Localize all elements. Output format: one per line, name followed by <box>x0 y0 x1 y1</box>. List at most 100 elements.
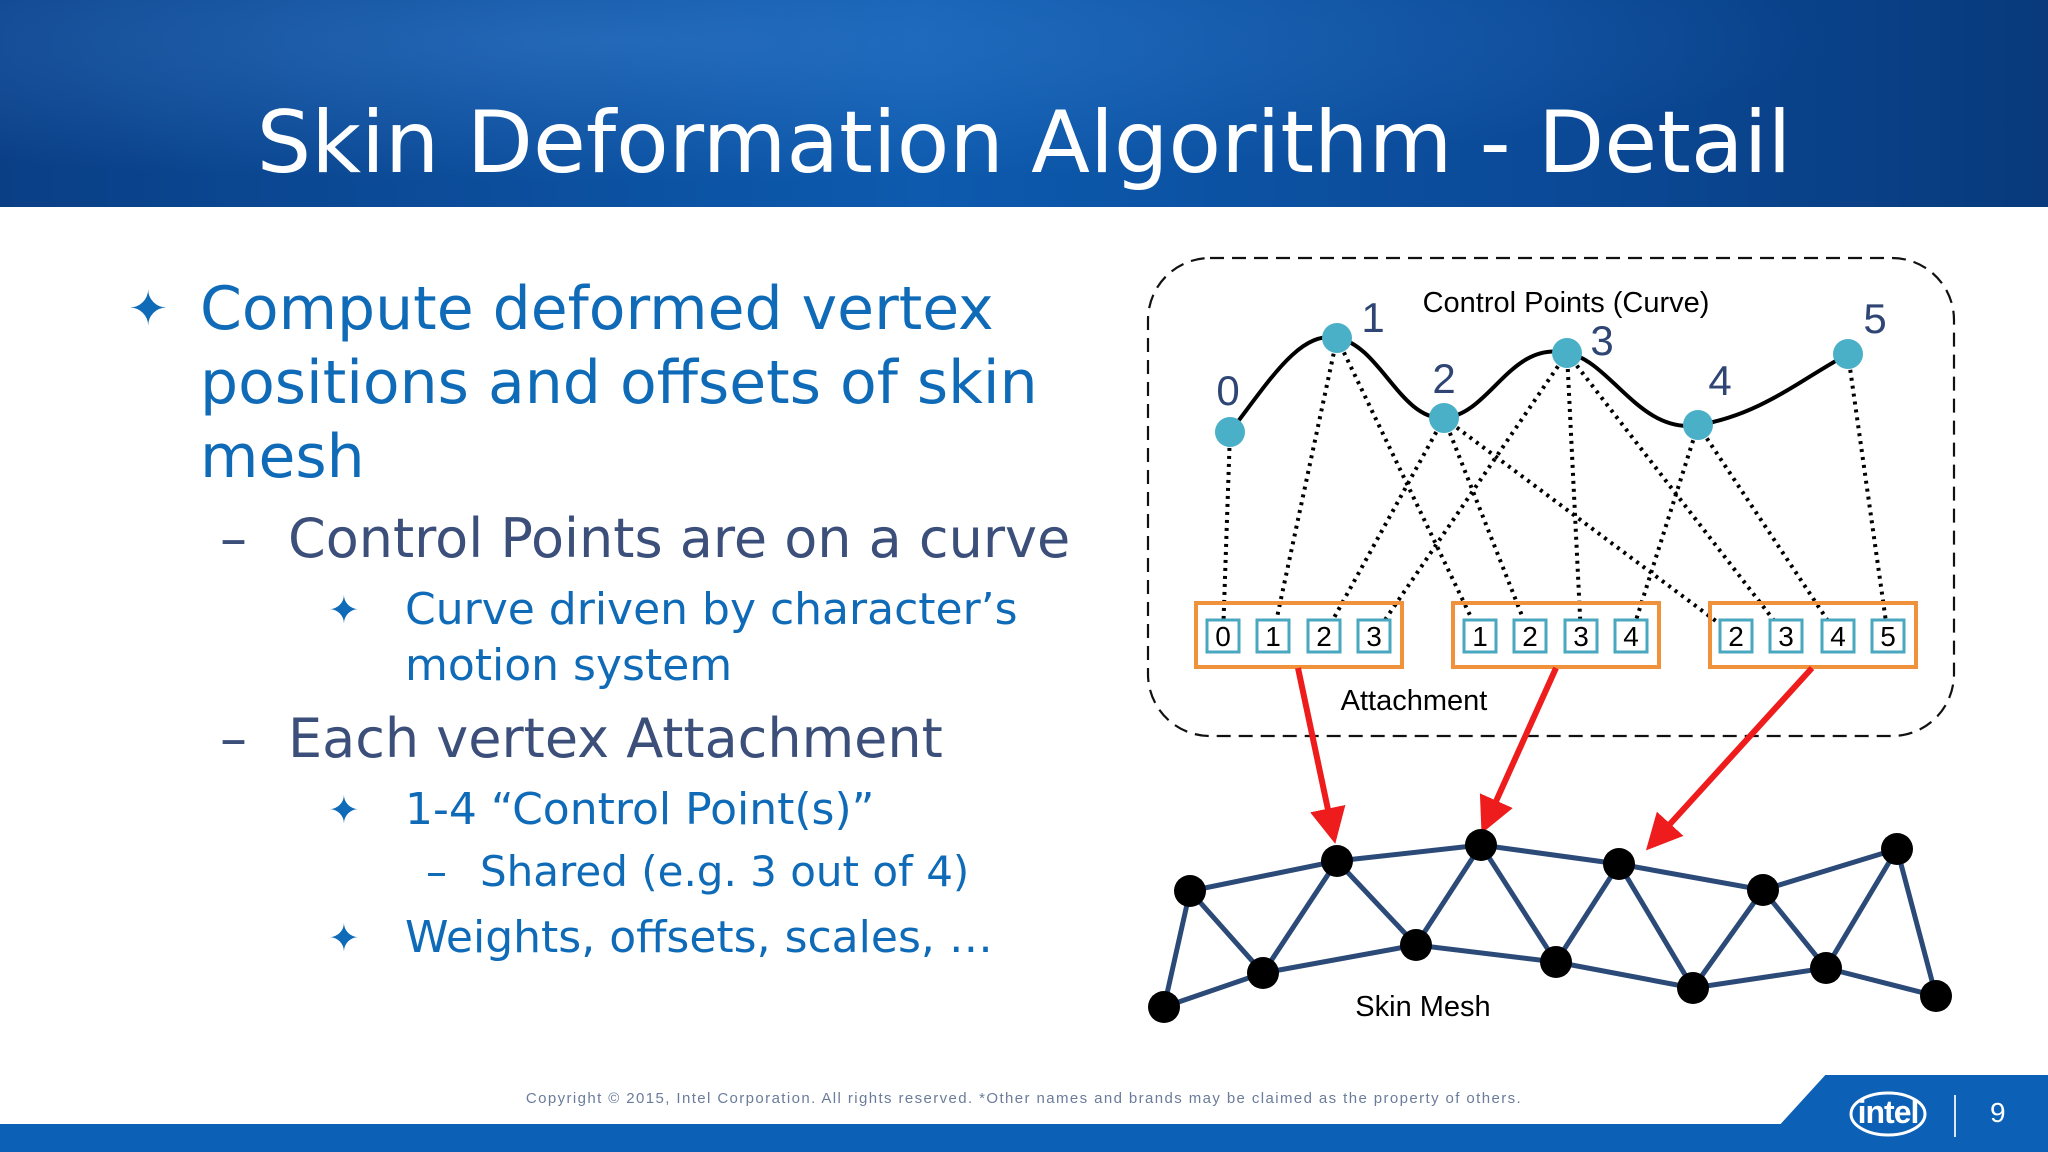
intel-logo-swoosh-icon <box>1849 1091 1927 1137</box>
star-bullet-icon: ✦ <box>328 588 360 632</box>
mesh-vertex <box>1677 972 1709 1004</box>
attachment-cell <box>1356 618 1392 654</box>
link-cp3-b <box>1565 352 1583 637</box>
bullet-text: Control Points are on a curve <box>288 507 1071 570</box>
control-point-label-2: 2 <box>1432 355 1455 402</box>
copyright-notice: Copyright © 2015, Intel Corporation. All… <box>525 1090 1523 1107</box>
control-point-0 <box>1215 417 1245 447</box>
attachment-index: 4 <box>1623 621 1639 652</box>
attachment-index: 3 <box>1778 621 1794 652</box>
arrow-3 <box>1645 665 1815 851</box>
bullet-text: 1-4 “Control Point(s)” <box>405 784 875 835</box>
control-point-nodes <box>1215 323 1863 447</box>
mesh-vertex <box>1174 875 1206 907</box>
bullet-level3: ✦ Curve driven by character’s motion sys… <box>120 582 1080 694</box>
control-region-dashed-box <box>1146 256 1956 738</box>
mesh-vertex <box>1920 980 1952 1012</box>
dash-bullet-icon: – <box>220 507 247 570</box>
control-point-5 <box>1833 339 1863 369</box>
attachment-groups: 0 1 2 3 1 2 3 4 2 3 4 5 <box>1194 601 1918 669</box>
link-cp5-c <box>1846 353 1890 637</box>
link-cp3-c <box>1565 351 1788 638</box>
attachment-label: Attachment <box>1341 685 1488 717</box>
control-point-1 <box>1322 323 1352 353</box>
skin-mesh-vertices <box>1148 829 1952 1023</box>
link-cp3-a <box>1372 351 1569 638</box>
bullet-level3: ✦ 1-4 “Control Point(s)” <box>120 782 1080 838</box>
mesh-vertex <box>1810 952 1842 984</box>
mesh-top-edge <box>1189 842 1898 894</box>
attachment-cell <box>1205 618 1241 654</box>
bullet-level2: – Control Points are on a curve <box>120 506 1080 572</box>
bullet-text: Shared (e.g. 3 out of 4) <box>480 847 970 896</box>
control-point-label-3: 3 <box>1590 317 1613 364</box>
control-point-label-0: 0 <box>1216 367 1239 414</box>
attachment-cell <box>1718 618 1754 654</box>
bullet-text: Curve driven by character’s motion syste… <box>405 584 1018 691</box>
control-point-labels: 0 1 2 3 4 5 <box>1216 294 1886 414</box>
star-bullet-icon: ✦ <box>128 281 169 337</box>
link-cp1-a <box>1271 337 1339 637</box>
bullet-text: Weights, offsets, scales, … <box>405 912 993 963</box>
bullet-text: Compute deformed vertex positions and of… <box>200 274 1038 492</box>
bullet-level4: – Shared (e.g. 3 out of 4) <box>120 844 1080 900</box>
link-cp4-b <box>1629 424 1700 637</box>
dash-bullet-icon: – <box>426 847 447 896</box>
attachment-cell <box>1820 618 1856 654</box>
link-cp0-a <box>1221 431 1232 637</box>
attachment-cell <box>1613 618 1649 654</box>
arrow-1 <box>1295 667 1346 844</box>
slide-title: Skin Deformation Algorithm - Detail <box>256 93 1792 193</box>
intel-logo-text: intel <box>1857 1094 1920 1130</box>
mesh-label: Skin Mesh <box>1355 991 1490 1023</box>
intel-logo: intel <box>1848 1088 1928 1140</box>
mesh-vertex <box>1747 874 1779 906</box>
attachment-index: 0 <box>1215 621 1231 652</box>
attachment-index: 2 <box>1728 621 1744 652</box>
star-bullet-icon: ✦ <box>328 788 360 832</box>
attachment-index: 3 <box>1366 621 1382 652</box>
control-point-label-4: 4 <box>1708 357 1731 404</box>
attachment-box-3 <box>1708 601 1918 669</box>
control-point-3 <box>1552 338 1582 368</box>
mesh-vertex <box>1465 829 1497 861</box>
attachment-links <box>1221 337 1890 638</box>
control-curve <box>1228 335 1849 434</box>
attachment-index: 5 <box>1880 621 1896 652</box>
attachment-index: 1 <box>1265 621 1281 652</box>
attachment-box-1 <box>1194 601 1404 669</box>
link-cp2-a <box>1322 417 1446 637</box>
bullet-text: Each vertex Attachment <box>288 707 943 770</box>
bullet-level3: ✦ Weights, offsets, scales, … <box>120 910 1080 966</box>
star-bullet-icon: ✦ <box>328 916 360 960</box>
mesh-vertex <box>1400 929 1432 961</box>
attachment-cell <box>1306 618 1342 654</box>
mesh-vertex <box>1321 845 1353 877</box>
attachment-box-2 <box>1451 601 1661 669</box>
footer-bar <box>0 1124 2048 1152</box>
link-cp4-c <box>1696 423 1840 638</box>
curve-label: Control Points (Curve) <box>1423 287 1710 319</box>
attachment-index: 2 <box>1316 621 1332 652</box>
page-number: 9 <box>1990 1097 2006 1128</box>
control-point-label-5: 5 <box>1863 295 1886 342</box>
attachment-cell <box>1512 618 1548 654</box>
control-point-4 <box>1683 410 1713 440</box>
attachment-cell <box>1255 618 1291 654</box>
attachment-index: 4 <box>1830 621 1846 652</box>
attachment-cell <box>1768 618 1804 654</box>
control-point-2 <box>1429 403 1459 433</box>
skin-deformation-diagram: 0 1 2 3 4 5 Control Points (Curve) 0 1 <box>1146 256 1956 1023</box>
attachment-index: 2 <box>1522 621 1538 652</box>
link-cp1-b <box>1335 337 1482 637</box>
mesh-vertex <box>1603 848 1635 880</box>
attachment-cell <box>1462 618 1498 654</box>
arrow-2 <box>1479 666 1559 834</box>
header-banner <box>0 0 2048 207</box>
attachment-cell <box>1563 618 1599 654</box>
attachment-cell <box>1870 618 1906 654</box>
mesh-vertex <box>1247 957 1279 989</box>
mesh-vertex <box>1881 833 1913 865</box>
footer-divider <box>1954 1095 1956 1137</box>
mesh-vertex <box>1148 991 1180 1023</box>
